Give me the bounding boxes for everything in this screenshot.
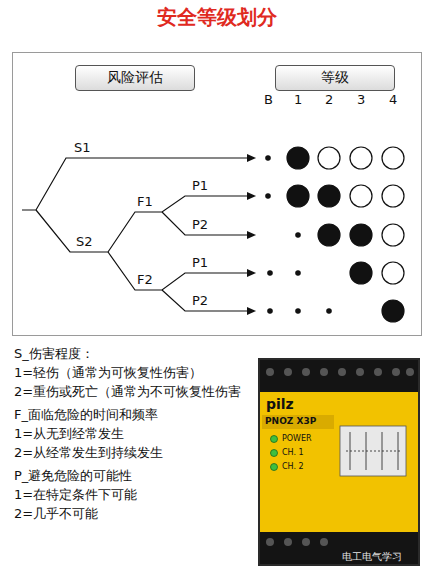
relay-housing: [258, 358, 420, 566]
filled-circle: [287, 185, 309, 207]
header-box: 等级: [275, 65, 395, 91]
filled-circle: [350, 262, 372, 284]
key-line: 1=从无到经常发生: [14, 427, 124, 442]
branch-label: P2: [192, 218, 208, 233]
terminal-screws: [266, 368, 414, 376]
screw: [356, 368, 364, 376]
led: [271, 436, 278, 443]
arrow-head: [247, 269, 256, 277]
key-heading: F_面临危险的时间和频率: [14, 408, 158, 423]
contact-diagram-panel: [340, 426, 406, 476]
small-dot: [266, 194, 270, 198]
screw: [266, 538, 274, 546]
arrow-heads: [247, 154, 256, 315]
open-circle: [350, 185, 372, 207]
open-circle: [382, 185, 404, 207]
arrow-head: [247, 192, 256, 200]
filled-circle: [382, 300, 404, 322]
small-dot: [296, 309, 300, 313]
filled-circle: [318, 224, 340, 246]
small-dot: [268, 309, 272, 313]
brand-logo: pilz: [266, 396, 294, 412]
arrow-head: [247, 154, 256, 162]
led: [271, 464, 278, 471]
key-line: 2=从经常发生到持续发生: [14, 446, 163, 461]
tree-branch: [36, 196, 248, 252]
branch-label: P1: [192, 179, 208, 194]
bottom-terminals: [260, 532, 418, 564]
model-name: PNOZ X3P: [265, 416, 316, 426]
model-strip: [262, 415, 334, 429]
screw: [406, 368, 414, 376]
key-line: 1=在特定条件下可能: [14, 488, 137, 503]
screw: [284, 368, 292, 376]
column-header: 4: [389, 93, 397, 108]
key-line: 1=轻伤（通常为可恢复性伤害）: [14, 366, 202, 381]
box-label: 等级: [321, 69, 349, 87]
filled-circle: [318, 185, 340, 207]
screw: [374, 368, 382, 376]
small-dot: [296, 233, 300, 237]
arrow-head: [247, 231, 256, 239]
small-dot: [296, 271, 300, 275]
contact-link: [346, 451, 402, 452]
column-header: 3: [357, 93, 365, 108]
box-label: 风险评估: [107, 69, 163, 87]
branch-label: F1: [137, 195, 153, 210]
tree-branch: [22, 158, 248, 210]
screw: [302, 538, 310, 546]
branch-label: P2: [192, 294, 208, 309]
key-line: 2=重伤或死亡（通常为不可恢复性伤害: [14, 385, 241, 400]
led-label: POWER: [282, 434, 312, 443]
screw: [266, 368, 274, 376]
column-header: 1: [294, 93, 302, 108]
arrow-head: [247, 307, 256, 315]
filled-circle: [350, 224, 372, 246]
screw: [320, 538, 328, 546]
led-label: CH. 2: [282, 462, 304, 471]
screw: [320, 368, 328, 376]
branch-label: P1: [192, 256, 208, 271]
branch-label: S1: [74, 141, 91, 156]
screw: [338, 368, 346, 376]
filled-circle: [287, 147, 309, 169]
key-heading: P_避免危险的可能性: [14, 469, 132, 484]
contact-diagram: [346, 432, 402, 470]
branch-label: F2: [137, 273, 153, 288]
open-circle: [382, 147, 404, 169]
tree-branch: [108, 252, 248, 290]
small-dot: [266, 156, 270, 160]
key-line: 2=几乎不可能: [14, 507, 98, 522]
screw: [302, 368, 310, 376]
header-box: 风险评估: [75, 65, 195, 91]
screw: [284, 538, 292, 546]
page-title: 安全等级划分: [0, 6, 434, 29]
led: [271, 450, 278, 457]
column-header: 2: [325, 93, 333, 108]
column-header: B: [264, 93, 273, 108]
branch-label: S2: [76, 235, 93, 250]
safety-relay-photo: [258, 358, 420, 566]
chart-frame: [13, 53, 422, 336]
top-terminals: [260, 360, 418, 392]
terminal-screws: [266, 538, 328, 546]
open-circle: [350, 147, 372, 169]
open-circle: [382, 262, 404, 284]
open-circle: [318, 147, 340, 169]
yellow-body: [260, 392, 418, 532]
small-dot: [268, 271, 272, 275]
screw: [392, 368, 400, 376]
status-leds: [271, 436, 278, 471]
open-circle: [382, 224, 404, 246]
small-dot: [327, 309, 331, 313]
risk-tree: [22, 158, 248, 311]
tree-branch: [162, 290, 248, 311]
led-label: CH. 1: [282, 448, 304, 457]
watermark: 电工电气学习: [342, 551, 402, 563]
category-dots: [266, 147, 404, 322]
tree-branch: [162, 212, 248, 235]
key-heading: S_伤害程度：: [14, 347, 94, 362]
